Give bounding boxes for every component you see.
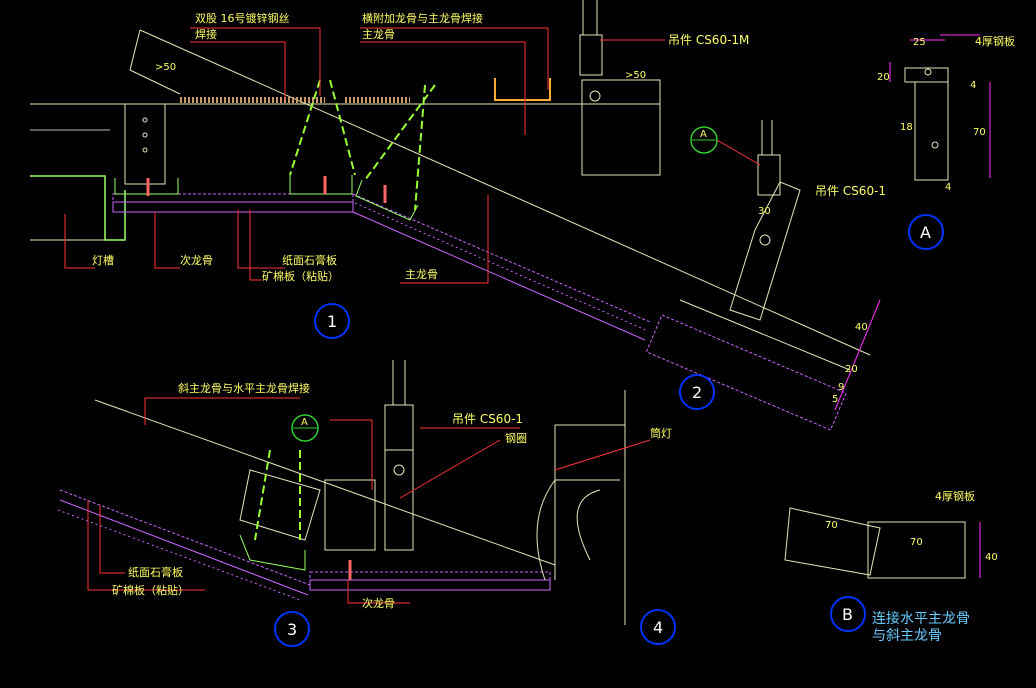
label-thk-4mm-a: 4厚钢板 — [975, 34, 1015, 48]
svg-text:A: A — [700, 129, 707, 140]
svg-text:A: A — [920, 223, 931, 242]
marker-detail-a: A — [908, 214, 944, 250]
dim-20: 20 — [877, 72, 890, 83]
caption-line-1: 连接水平主龙骨 — [872, 610, 970, 627]
label-hanger-cs60-1-bot: 吊件 CS60-1 — [452, 412, 523, 426]
dim-18: 18 — [900, 122, 913, 133]
dim-40b: 40 — [985, 552, 998, 563]
dim-70c: 70 — [910, 537, 923, 548]
marker-4: 4 — [640, 609, 676, 645]
label-main-keel-top: 主龙骨 — [362, 28, 395, 41]
marker-3: 3 — [274, 611, 310, 647]
dim-5: 5 — [832, 394, 838, 405]
detail-a — [889, 34, 991, 181]
label-weld: 焊接 — [195, 27, 217, 41]
dim-4a: 4 — [970, 80, 976, 91]
dim-20b: 20 — [845, 364, 858, 375]
label-secondary-keel-b: 次龙骨 — [362, 596, 395, 610]
detail-2 — [645, 120, 881, 431]
detail-1-leaders — [64, 27, 665, 284]
svg-text:2: 2 — [692, 383, 702, 402]
svg-text:B: B — [842, 605, 853, 624]
svg-text:3: 3 — [287, 620, 297, 639]
label-hanger-cs60-1m: 吊件 CS60-1M — [668, 33, 749, 47]
label-cylinder-lamp: 筒灯 — [650, 426, 672, 440]
label-secondary-keel-a: 次龙骨 — [180, 253, 213, 267]
dim-40a: 40 — [855, 322, 868, 333]
dim-gt50-b: >50 — [625, 70, 646, 81]
marker-1: 1 — [314, 303, 350, 339]
marker-2: 2 — [679, 374, 715, 410]
marker-detail-b: B — [830, 596, 866, 632]
dim-70b: 70 — [825, 520, 838, 531]
label-sloped-weld: 斜主龙骨与水平主龙骨焊接 — [178, 381, 310, 395]
label-paper-gypsum-b: 纸面石膏板 — [128, 565, 183, 579]
svg-text:4: 4 — [653, 618, 663, 637]
label-double-wire: 双股 16号镀锌钢丝 — [195, 11, 290, 25]
dim-25: 25 — [913, 37, 926, 48]
label-mineral-board-a: 矿棉板（粘贴） — [262, 269, 339, 283]
caption-line-2: 与斜主龙骨 — [872, 628, 942, 644]
dim-4b: 4 — [945, 182, 951, 193]
detail-1 — [30, 0, 871, 356]
label-mineral-board-b: 矿棉板（粘贴） — [112, 583, 189, 597]
svg-text:1: 1 — [327, 312, 337, 331]
label-hanger-cs60-1-top: 吊件 CS60-1 — [815, 184, 886, 198]
callout-a-bot: A — [291, 414, 319, 442]
callout-a-top: A — [690, 126, 761, 166]
label-lamp-groove: 灯槽 — [92, 254, 114, 267]
detail-3 — [57, 360, 626, 625]
label-main-keel-b: 主龙骨 — [405, 268, 438, 281]
label-steel-ring: 钢圈 — [505, 432, 527, 445]
svg-text:A: A — [301, 417, 308, 428]
label-paper-gypsum-a: 纸面石膏板 — [282, 253, 337, 267]
dim-70a: 70 — [973, 127, 986, 138]
detail-3-leaders — [87, 397, 651, 604]
dim-9: 9 — [838, 382, 844, 393]
label-cross-reinforcement: 横附加龙骨与主龙骨焊接 — [362, 11, 483, 25]
dim-30: 30 — [758, 206, 771, 217]
label-thk-4mm-b: 4厚钢板 — [935, 489, 975, 503]
dim-gt50-a: >50 — [155, 62, 176, 73]
detail-b — [784, 507, 981, 579]
